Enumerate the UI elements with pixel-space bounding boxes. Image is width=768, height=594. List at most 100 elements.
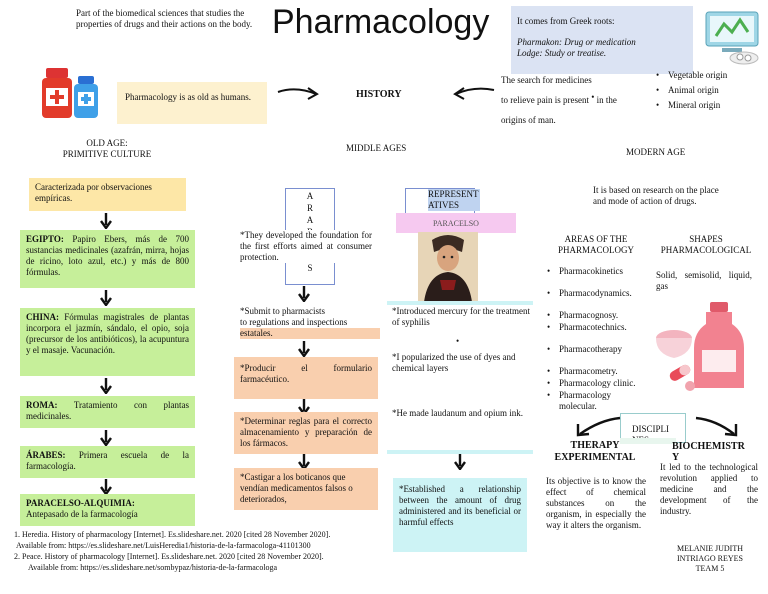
- submit-line2: to regulations and inspections: [240, 317, 348, 327]
- arrow-down-icon: [298, 341, 310, 357]
- castigar-box: *Castigar a los boticanos que vendían me…: [234, 468, 378, 510]
- greek-roots-line2: Lodge: Study or treatise.: [517, 48, 607, 58]
- list-item: Pharmacology molecular.: [547, 390, 639, 412]
- arrow-down-icon: [100, 430, 112, 446]
- reference-link[interactable]: Available from: https://es.slideshare.ne…: [28, 563, 278, 572]
- shapes-heading-line2: PHARMACOLOGICAL: [660, 245, 752, 255]
- therapy-heading: THERAPY EXPERIMENTAL: [550, 440, 640, 464]
- divider: [620, 438, 676, 444]
- letter: A: [306, 215, 314, 225]
- author-line1: MELANIE JUDITH: [677, 544, 743, 553]
- arabs-box: ÁRABES: Primera escuela de la farmacolog…: [20, 446, 195, 478]
- list-item: Animal origin: [656, 85, 756, 96]
- determinar-box: *Determinar reglas para el correcto alma…: [234, 412, 378, 454]
- rome-box: ROMA: Tratamiento con plantas medicinale…: [20, 396, 195, 428]
- author-line2: INTRIAGO REYES: [677, 554, 743, 563]
- relationship-box: *Established a relationship between the …: [393, 478, 527, 552]
- list-item: Vegetable origin: [656, 70, 756, 81]
- search-for-medicines-text: The search for medicines to relieve pain…: [501, 70, 651, 130]
- areas-heading-line1: AREAS OF THE: [564, 234, 628, 244]
- arrow-right-icon: [277, 87, 319, 100]
- search-line4: origins of man.: [501, 115, 556, 125]
- egypt-label: EGIPTO:: [26, 234, 64, 244]
- page-title: Pharmacology: [272, 3, 490, 41]
- greek-roots-line1: Pharmakon: Drug or medication: [517, 37, 636, 47]
- modern-age-heading: MODERN AGE: [626, 147, 686, 157]
- medicine-bottles-icon: [42, 68, 98, 118]
- arrow-down-icon: [100, 290, 112, 306]
- arrow-left-icon: [453, 87, 495, 100]
- paracelso-banner: [396, 213, 516, 233]
- submit-text: *Submit to pharmacists to regulations an…: [240, 306, 380, 339]
- shapes-heading-line1: SHAPES: [689, 234, 723, 244]
- letter: R: [306, 203, 313, 213]
- search-line3: in the: [596, 95, 617, 105]
- arabs-label: ÁRABES:: [26, 450, 66, 460]
- team-label: TEAM 5: [695, 564, 725, 573]
- medicine-computer-icon: [705, 11, 759, 65]
- dyes-text: *I popularized the use of dyes and chemi…: [392, 352, 516, 373]
- submit-line3: estatales.: [240, 328, 380, 339]
- arrow-down-icon: [298, 286, 310, 302]
- list-item: Pharmacometry.: [547, 366, 639, 377]
- reference-line: 1. Heredia. History of pharmacology [Int…: [14, 530, 331, 539]
- list-item: Pharmacodynamics.: [547, 288, 639, 299]
- greek-roots-box: It comes from Greek roots: Pharmakon: Dr…: [511, 6, 693, 74]
- rome-text: Tratamiento con plantas medicinales.: [26, 400, 189, 421]
- syrup-capsules-icon: [656, 302, 744, 391]
- areas-heading: AREAS OF THE PHARMACOLOGY: [546, 234, 646, 256]
- modern-based-text: It is based on research on the place and…: [593, 185, 719, 206]
- therapy-text: Its objective is to know the effect of c…: [546, 476, 646, 530]
- biochemistry-text: It led to the technological revolution a…: [660, 462, 758, 516]
- biochemistry-heading: BIOCHEMISTRY: [672, 441, 745, 463]
- mercury-text: *Introduced mercury for the treatment of…: [392, 306, 530, 327]
- definition-text: Part of the biomedical sciences that stu…: [76, 8, 253, 29]
- egypt-text: Papiro Ebers, más de 700 sustancias medi…: [26, 234, 189, 277]
- old-age-heading: OLD AGE: PRIMITIVE CULTURE: [52, 138, 162, 160]
- producir-box: *Producir el formulario farmacéutico.: [234, 357, 378, 399]
- china-label: CHINA:: [26, 312, 59, 322]
- reference-item: 2. Peace. History of pharmacology [Inter…: [14, 551, 434, 573]
- arrow-down-right-icon: [695, 416, 738, 437]
- list-item: Pharmacokinetics: [547, 266, 639, 277]
- paracelsus-portrait-icon: [418, 232, 478, 302]
- shapes-heading: SHAPES PHARMACOLOGICAL: [656, 234, 756, 256]
- reference-link[interactable]: Available from: https://es.slideshare.ne…: [16, 541, 311, 550]
- old-age-heading-line2: PRIMITIVE CULTURE: [62, 149, 152, 159]
- bullet-dot: •: [456, 336, 460, 346]
- search-line1: The search for medicines: [501, 75, 592, 85]
- letter: A: [306, 191, 314, 201]
- old-age-intro-box: Caracterizada por observaciones empírica…: [29, 178, 186, 211]
- submit-line1: *Submit to pharmacists: [240, 306, 325, 316]
- list-item: Pharmacology clinic.: [547, 378, 639, 389]
- divider: [387, 450, 533, 454]
- list-item: Pharmacotherapy: [547, 344, 639, 355]
- search-line2: to relieve pain is present: [501, 95, 589, 105]
- egypt-box: EGIPTO: Papiro Ebers, más de 700 sustanc…: [20, 230, 195, 288]
- laudanum-text: *He made laudanum and opium ink.: [392, 408, 523, 418]
- areas-list: Pharmacokinetics Pharmacodynamics. Pharm…: [547, 266, 639, 416]
- origins-list: Vegetable origin Animal origin Mineral o…: [656, 70, 756, 115]
- paracelso-alquimia-box: PARACELSO-ALQUIMIA: Antepasado de la far…: [20, 494, 195, 526]
- arabs-text: Primera escuela de la farmacología.: [26, 450, 189, 471]
- representatives-label: REPRESENTATIVES: [428, 189, 480, 211]
- as-old-as-humans-box: Pharmacology is as old as humans.: [117, 82, 267, 124]
- arrow-down-icon: [100, 479, 112, 495]
- china-box: CHINA: Fórmulas magistrales de plantas i…: [20, 308, 195, 376]
- references: 1. Heredia. History of pharmacology [Int…: [14, 529, 434, 573]
- history-heading: HISTORY: [356, 89, 402, 100]
- arrow-down-icon: [454, 454, 466, 470]
- arrow-down-icon: [100, 213, 112, 229]
- list-item: Pharmacognosy.: [547, 310, 639, 321]
- therapy-heading-line2: EXPERIMENTAL: [554, 452, 636, 463]
- paracelso-alquimia-label: PARACELSO-ALQUIMIA:: [26, 498, 135, 508]
- bullet-dot: •: [591, 92, 595, 102]
- list-item: Pharmacotechnics.: [547, 322, 639, 333]
- shapes-text: Solid, semisolid, liquid, gas: [656, 270, 752, 291]
- china-text: Fórmulas magistrales de plantas incorpor…: [26, 312, 189, 355]
- paracelso-label: PARACELSO: [433, 219, 479, 228]
- middle-ages-heading: MIDDLE AGES: [346, 143, 407, 153]
- reference-line: 2. Peace. History of pharmacology [Inter…: [14, 552, 324, 561]
- letter: S: [307, 263, 313, 273]
- arrow-down-left-icon: [576, 416, 621, 437]
